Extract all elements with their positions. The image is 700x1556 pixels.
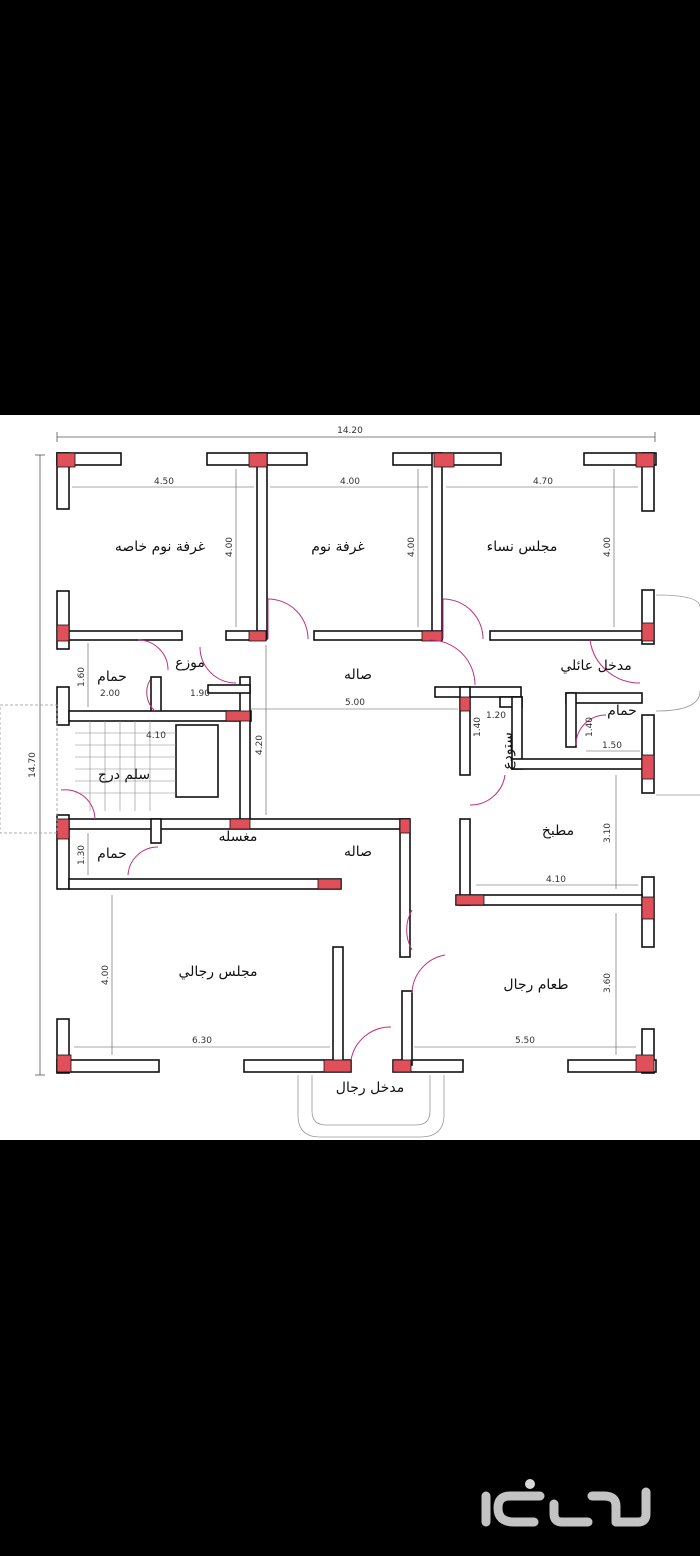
- men-majlis-height-dim: 4.00: [101, 965, 111, 985]
- room-label-bedroom: غرفة نوم: [311, 539, 365, 555]
- columns: [56, 452, 655, 1073]
- total-height-dim: 14.70: [28, 752, 38, 778]
- room-label-storage: ستودع: [500, 732, 516, 770]
- women-majlis-width-dim: 4.70: [533, 477, 553, 487]
- private-bedroom-width-dim: 4.50: [154, 477, 174, 487]
- bath-upper-width-dim: 2.00: [100, 689, 120, 699]
- kitchen-height-dim: 3.10: [603, 823, 613, 843]
- hall-height-dim: 4.20: [255, 735, 265, 755]
- room-label-stairs: سلم درج: [98, 767, 150, 783]
- doors: [60, 598, 641, 1061]
- bedroom-width-dim: 4.00: [340, 477, 360, 487]
- bedroom-height-dim: 4.00: [407, 537, 417, 557]
- room-label-hall-lower: صاله: [344, 844, 372, 860]
- bath-right-width-dim: 1.50: [602, 741, 622, 751]
- room-label-private-bedroom: غرفة نوم خاصه: [115, 539, 205, 555]
- room-label-bathroom-right: حمام: [607, 703, 637, 719]
- hall-width-dim: 5.00: [345, 698, 365, 708]
- bath-upper-height-dim: 1.60: [77, 667, 87, 687]
- distributor-width-dim: 1.90: [190, 689, 210, 699]
- room-label-bathroom-lower: حمام: [97, 846, 127, 862]
- bath-right-height-dim: 1.40: [585, 717, 595, 737]
- women-majlis-height-dim: 4.00: [603, 537, 613, 557]
- men-majlis-width-dim: 6.30: [192, 1036, 212, 1046]
- kitchen-width-dim: 4.10: [546, 875, 566, 885]
- dimension-lines: [35, 432, 656, 1076]
- room-label-men-majlis: مجلس رجالي: [178, 964, 257, 980]
- dining-width-dim: 5.50: [515, 1036, 535, 1046]
- room-label-kitchen: مطبخ: [542, 823, 574, 839]
- room-label-distributor: موزع: [175, 655, 205, 671]
- dining-height-dim: 3.60: [603, 973, 613, 993]
- floor-plan-sheet: 14.20 14.70 4.50 4.00 4.00 4.00 4.70 4.0…: [0, 415, 700, 1140]
- stairs-treads: [75, 721, 176, 811]
- room-label-women-majlis: مجلس نساء: [487, 539, 558, 555]
- floor-plan: 14.20 14.70 4.50 4.00 4.00 4.00 4.70 4.0…: [0, 426, 700, 1138]
- entrance-steps: [0, 594, 700, 1138]
- room-label-men-dining: طعام رجال: [503, 977, 568, 993]
- room-label-washroom: مغسله: [219, 829, 258, 845]
- stairs-width-dim: 4.10: [146, 731, 166, 741]
- interior-dimensions: [72, 469, 640, 1055]
- room-label-hall-upper: صاله: [344, 667, 372, 683]
- haraj-watermark-logo: [481, 1479, 651, 1527]
- room-label-family-entrance: مدخل عائلي: [560, 658, 631, 674]
- room-label-bathroom-upper: حمام: [97, 669, 127, 685]
- private-bedroom-height-dim: 4.00: [225, 537, 235, 557]
- storage-height-dim: 1.40: [473, 717, 483, 737]
- storage-width-dim: 1.20: [486, 711, 506, 721]
- total-width-dim: 14.20: [337, 426, 363, 436]
- bath-lower-height-dim: 1.30: [77, 845, 87, 865]
- room-label-men-entrance: مدخل رجال: [336, 1080, 404, 1096]
